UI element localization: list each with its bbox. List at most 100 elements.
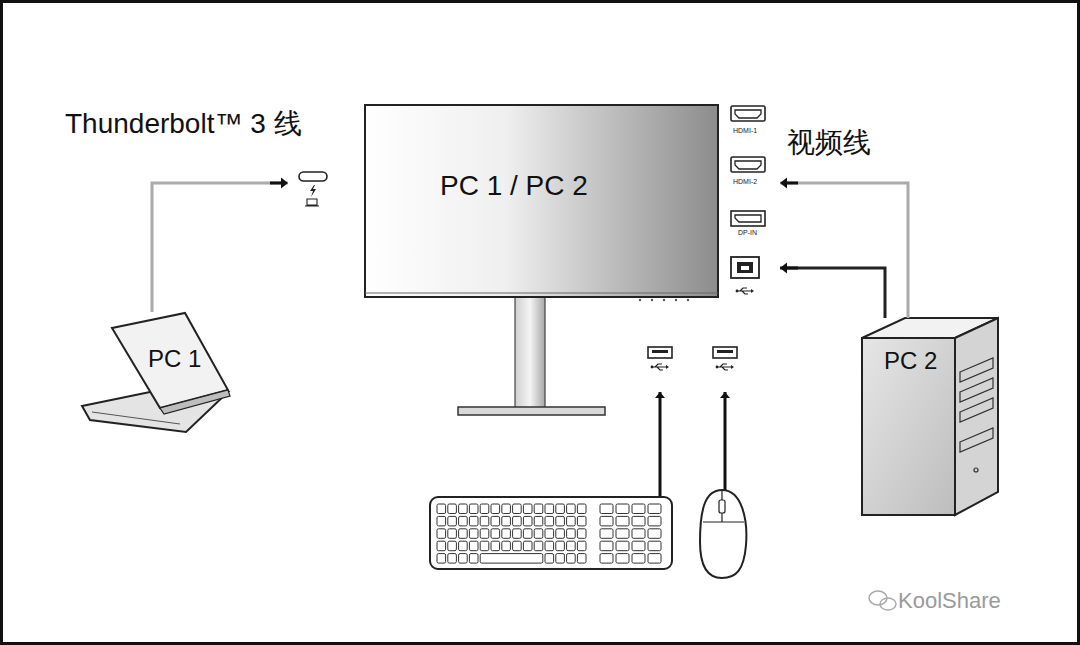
keyboard-cable (659, 392, 662, 497)
monitor-buttons (639, 299, 689, 301)
drawing-part (663, 299, 665, 301)
keyboard-body (430, 497, 672, 569)
keyboard-key (448, 504, 457, 514)
keyboard-key (448, 541, 457, 551)
keyboard-key (632, 554, 645, 564)
keyboard-key (480, 516, 489, 526)
mouse-wheel (719, 500, 725, 513)
keyboard-key (616, 554, 629, 564)
laptop-hinge (160, 390, 230, 414)
keyboard-key (577, 541, 586, 551)
keyboard-key (556, 541, 565, 551)
keyboard-key (600, 516, 613, 526)
keyboard-key (469, 516, 478, 526)
keyboard-key (513, 529, 522, 539)
keyboard-key (545, 529, 554, 539)
mouse-buttons (703, 490, 744, 522)
drawing-part (675, 299, 677, 301)
keyboard-key (556, 516, 565, 526)
drawing-part (974, 468, 978, 472)
keyboard-key (502, 541, 511, 551)
keyboard-key (513, 516, 522, 526)
mouse (700, 490, 746, 578)
keyboard-key (545, 504, 554, 514)
keyboard-key (556, 504, 565, 514)
drawing-part (741, 266, 749, 270)
keyboard-key (577, 504, 586, 514)
drawing-part (731, 211, 765, 226)
keyboard-key (469, 554, 478, 564)
drawing-part (731, 257, 759, 278)
keyboard-key (523, 541, 532, 551)
watermark-logo (869, 591, 896, 610)
keyboard-key (491, 541, 500, 551)
keyboard-key (459, 516, 468, 526)
keyboard-key (632, 516, 645, 526)
keyboard-key (480, 554, 543, 564)
usb-a-port (713, 347, 737, 358)
mouse-cable (724, 392, 727, 490)
keyboard-key (648, 554, 661, 564)
usb-a-port (648, 347, 672, 358)
drawing-part (880, 598, 896, 610)
keyboard-key (437, 541, 446, 551)
keyboard-key (448, 516, 457, 526)
keyboard-key (502, 529, 511, 539)
keyboard-key (459, 554, 468, 564)
node-label: PC 2 (884, 347, 937, 375)
keyboard (430, 497, 672, 569)
keyboard-key (600, 504, 613, 514)
keyboard-key (648, 541, 661, 551)
drawing-part (639, 299, 641, 301)
keyboard-key (556, 554, 565, 564)
usb-symbol (736, 288, 754, 294)
keyboard-key (632, 504, 645, 514)
keyboard-key (577, 554, 586, 564)
keyboard-key (437, 516, 446, 526)
keyboard-key (513, 541, 522, 551)
mouse-body (700, 490, 746, 578)
hdmi-port (731, 106, 765, 121)
tower-pc (862, 318, 998, 515)
keyboard-key (437, 554, 446, 564)
drawing-part (960, 398, 993, 422)
keyboard-key (567, 529, 576, 539)
keyboard-key (632, 529, 645, 539)
keyboard-key (480, 529, 489, 539)
keyboard-key (632, 541, 645, 551)
usb-symbol (651, 364, 669, 370)
keyboard-key (491, 504, 500, 514)
monitor-bezel (365, 293, 718, 294)
keyboard-key (616, 529, 629, 539)
keyboard-key (648, 529, 661, 539)
keyboard-key (648, 516, 661, 526)
keyboard-key (577, 529, 586, 539)
node-label: PC 1 / PC 2 (440, 170, 588, 202)
laptop (82, 313, 230, 432)
keyboard-key (523, 504, 532, 514)
keyboard-key (556, 529, 565, 539)
keyboard-key (577, 516, 586, 526)
drive-bays (960, 358, 993, 472)
monitor-node: PC 1 / PC 2 (288, 100, 780, 300)
cable-connector (780, 268, 885, 318)
keyboard-key (502, 504, 511, 514)
node-label: PC 1 (148, 345, 201, 373)
keyboard-key (523, 529, 532, 539)
keyboard-key (567, 504, 576, 514)
drawing-part (651, 299, 653, 301)
lightning-symbol (310, 185, 316, 197)
cable-label: 视频线 (787, 127, 871, 159)
tower-front (862, 338, 955, 515)
usb-c-port (299, 172, 327, 181)
cable-label: Thunderbolt™ 3 线 (65, 108, 302, 140)
keyboard-key (534, 516, 543, 526)
keyboard-key (469, 504, 478, 514)
keyboard-key (600, 541, 613, 551)
tower-node: PC 2 (860, 318, 1000, 518)
keyboard-key (545, 516, 554, 526)
port-label: DP-IN (738, 229, 757, 237)
cable-connector (780, 183, 908, 318)
